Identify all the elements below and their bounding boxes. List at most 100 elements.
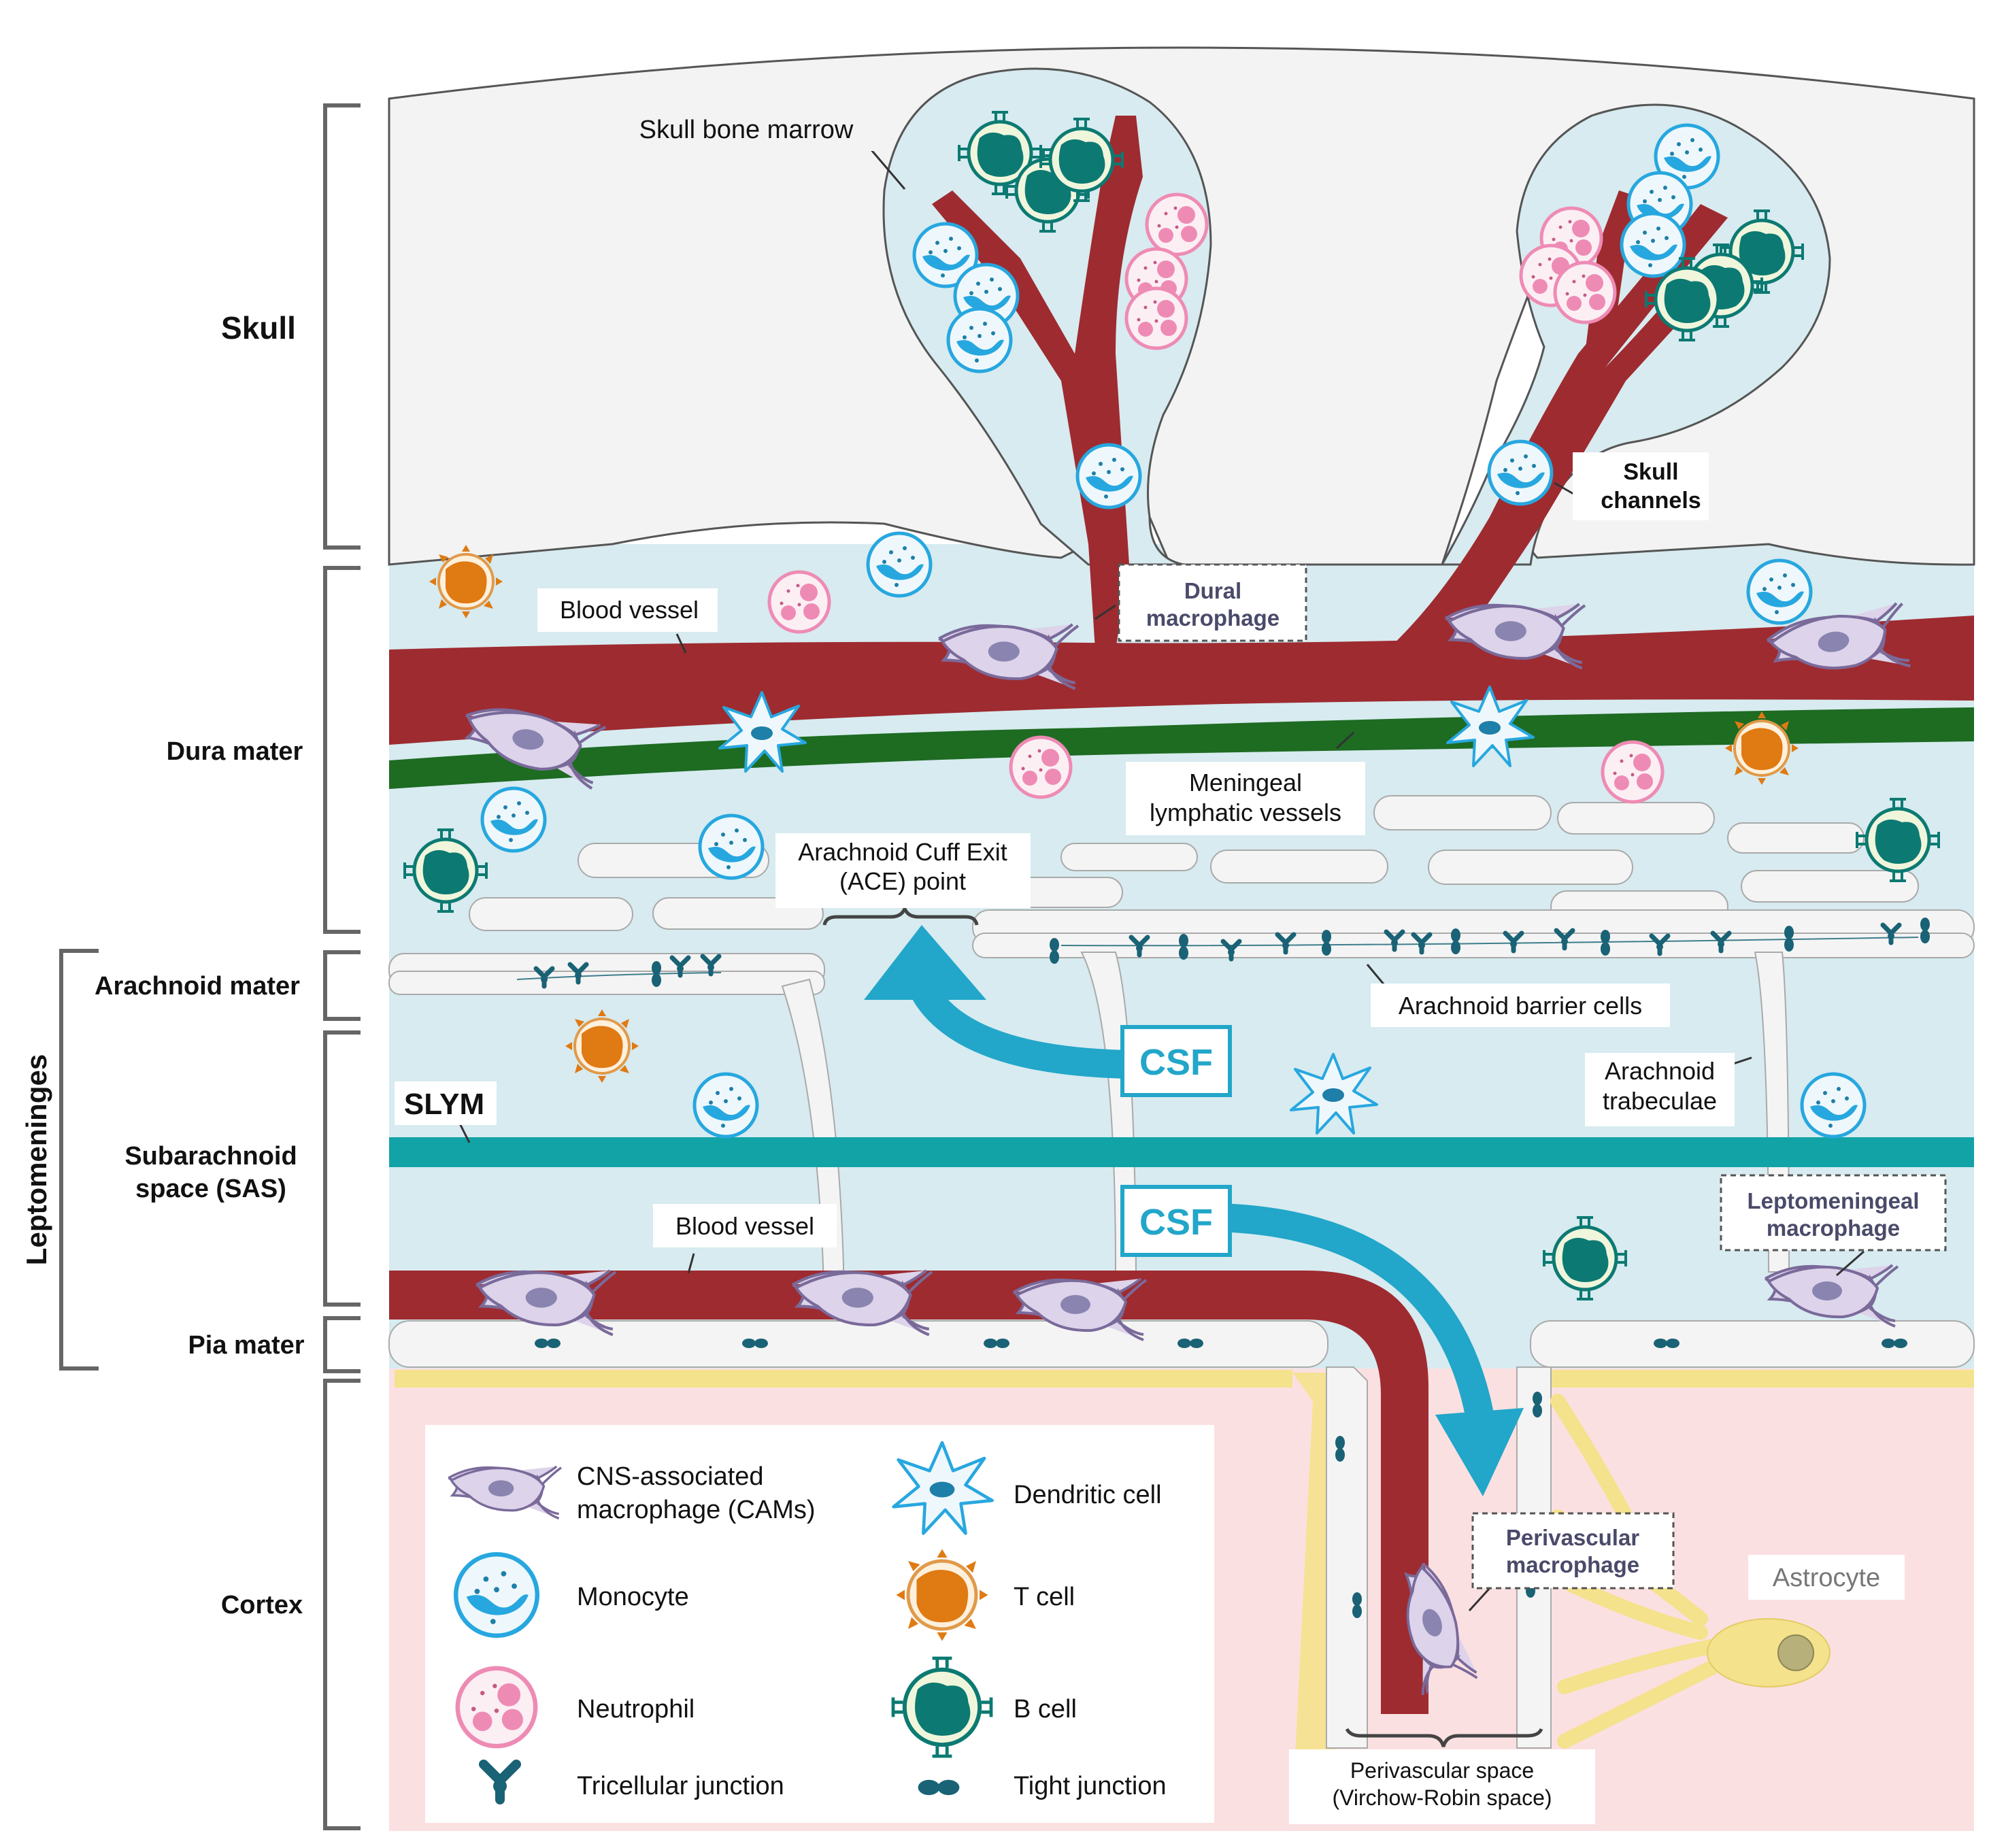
box-dural-macrophage: [1118, 563, 1307, 642]
legend: CNS-associated macrophage (CAMs) Dendrit…: [425, 1425, 1214, 1823]
box-astrocyte: [1748, 1555, 1905, 1600]
astrocyte-nucleus: [1777, 1634, 1814, 1671]
monocyte: [1622, 214, 1684, 276]
ace-bracket: [822, 904, 979, 926]
monocyte: [695, 1074, 757, 1137]
legend-cams-1: CNS-associated: [577, 1462, 764, 1491]
neutrophil: [1011, 737, 1071, 797]
legend-tcell: T cell: [1014, 1583, 1075, 1611]
box-ace: [775, 833, 1031, 908]
legend-tcell-icon: [897, 1549, 988, 1641]
dura-cell: [1741, 870, 1919, 903]
monocyte: [1748, 560, 1811, 623]
label-boxes: [395, 107, 1947, 1824]
label-pia: Pia mater: [188, 1331, 304, 1360]
label-meningeal-lymph-1: Meningeal: [1189, 769, 1302, 796]
leader-arachnoid-barrier: [1366, 964, 1386, 986]
box-csf-down: [1120, 1185, 1232, 1257]
monocyte: [948, 309, 1011, 371]
leader-lepto-macrophage: [1836, 1250, 1865, 1277]
skull-vessel-branch-1: [932, 116, 1143, 650]
slym-membrane: [389, 1137, 1974, 1167]
neutrophil: [1603, 742, 1662, 802]
label-ace-2: (ACE) point: [839, 867, 966, 895]
leader-blood-vessel-dura: [675, 633, 687, 654]
legend-tricellular: Tricellular junction: [577, 1772, 784, 1800]
box-lepto-macrophage: [1720, 1174, 1947, 1251]
box-skull-bone-marrow: [616, 107, 881, 151]
box-perivascular-macrophage: [1471, 1512, 1675, 1590]
sas-blood-vessel: [389, 1271, 1428, 1714]
label-dura: Dura mater: [167, 737, 303, 766]
leader-slym: [458, 1122, 471, 1143]
legend-monocyte: Monocyte: [577, 1583, 689, 1611]
box-meningeal-lymph: [1126, 762, 1365, 835]
monocyte: [1802, 1074, 1865, 1137]
box-arachnoid-barrier: [1371, 984, 1670, 1027]
neutrophil: [1126, 288, 1186, 348]
label-astrocyte: Astrocyte: [1773, 1564, 1880, 1592]
dura-cell: [1428, 850, 1633, 885]
label-arachnoid-trab-1: Arachnoid: [1605, 1057, 1715, 1085]
label-blood-vessel-sas: Blood vessel: [675, 1212, 814, 1240]
monocyte: [482, 788, 545, 851]
labels: Skull Dura mater Arachnoid mater Subarac…: [20, 116, 1920, 1810]
box-blood-vessel-sas: [653, 1204, 837, 1247]
csf-flow: [864, 925, 1524, 1496]
label-perivascular-space-1: Perivascular space: [1350, 1758, 1534, 1783]
label-perivascular-space-2: (Virchow-Robin space): [1332, 1785, 1552, 1810]
label-sas-2: space (SAS): [135, 1175, 286, 1203]
label-leptomeninges: Leptomeninges: [20, 1054, 52, 1265]
legend-tight: Tight junction: [1014, 1772, 1167, 1800]
leader-perivascular-macrophage: [1468, 1587, 1491, 1612]
bracket-arachnoid: [323, 950, 361, 1021]
monocyte: [700, 816, 763, 878]
legend-dendritic: Dendritic cell: [1014, 1481, 1162, 1509]
label-csf-down: CSF: [1139, 1202, 1213, 1243]
skull-vessel-branch-2: [1388, 204, 1728, 650]
bracket-pia: [323, 1316, 361, 1373]
csf-arrow-up: [913, 985, 1130, 1079]
leader-meningeal-lymph: [1335, 731, 1355, 750]
legend-box: [425, 1425, 1214, 1823]
bracket-sas: [323, 1030, 361, 1307]
label-skull-channels-1: Skull: [1623, 459, 1678, 485]
arachnoid-cells-left-b: [388, 971, 825, 995]
neutrophil: [1147, 195, 1207, 254]
box-perivascular-space: [1289, 1749, 1595, 1824]
pia-layer: [388, 1320, 1975, 1749]
tcell: [428, 543, 504, 620]
glia-limitans-top: [395, 1370, 1292, 1388]
layer-brackets: [59, 103, 361, 1830]
neutrophil: [1555, 263, 1615, 322]
pia-cells-right: [1530, 1320, 1975, 1368]
label-skull-channels-2: channels: [1601, 488, 1701, 514]
meningeal-lymphatic-vessel: [389, 707, 1974, 789]
label-csf-up: CSF: [1139, 1042, 1213, 1083]
label-cortex: Cortex: [221, 1591, 303, 1619]
leader-blood-vessel-sas: [687, 1253, 695, 1274]
tcell: [564, 1008, 640, 1084]
tcell: [1724, 710, 1800, 786]
label-perivascular-macrophage-2: macrophage: [1506, 1552, 1639, 1577]
dura-cell: [1727, 822, 1865, 854]
box-slym: [395, 1081, 497, 1125]
leader-dural-macrophage: [1094, 604, 1116, 620]
legend-neutrophil-icon: [458, 1668, 535, 1746]
arachnoid-layer: [388, 909, 1975, 1273]
box-arachnoid-trab: [1585, 1053, 1735, 1126]
label-ace-1: Arachnoid Cuff Exit: [798, 838, 1007, 866]
box-skull-channels: [1573, 452, 1709, 520]
perivascular-sheath-left: [1326, 1366, 1368, 1749]
label-lepto-macrophage-1: Leptomeningeal: [1747, 1188, 1919, 1213]
sas-vessel: [389, 1271, 1428, 1714]
legend-monocyte-icon: [456, 1554, 537, 1636]
label-meningeal-lymph-2: lymphatic vessels: [1150, 799, 1341, 826]
label-sas-1: Subarachnoid: [124, 1142, 297, 1171]
label-skull-bone-marrow: Skull bone marrow: [639, 116, 854, 144]
dura-cell: [1060, 843, 1198, 871]
csf-arrow-down: [1217, 1203, 1494, 1418]
label-blood-vessel-dura: Blood vessel: [560, 596, 699, 624]
csf-arrow-down-head: [1435, 1408, 1524, 1496]
